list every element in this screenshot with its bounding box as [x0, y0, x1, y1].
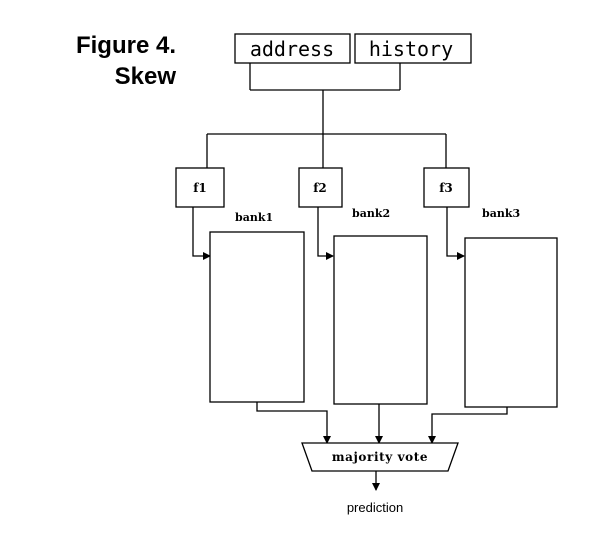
bank1-table	[209, 231, 305, 403]
hash-to-bank-arrows	[192, 207, 465, 260]
bank2-label: bank2	[352, 207, 390, 220]
figure-caption: Figure 4. Skew	[0, 30, 176, 92]
bank-to-vote-arrows	[256, 402, 508, 444]
history-box: history	[354, 33, 472, 64]
address-box: address	[234, 33, 351, 64]
address-label: address	[250, 37, 334, 61]
majority-vote-box: majority vote	[301, 442, 459, 472]
hash-f3-box: f3	[423, 167, 470, 208]
bank3-label: bank3	[482, 207, 520, 220]
figure-number: Figure 4.	[75, 32, 176, 59]
hash-f2-box: f2	[298, 167, 343, 208]
figure-title: Skew	[114, 63, 176, 90]
hash-f2-label: f2	[313, 181, 327, 195]
bank2-table	[333, 235, 428, 405]
input-merge-connector	[249, 63, 401, 134]
bank1-label: bank1	[235, 211, 273, 224]
hash-f1-label: f1	[193, 181, 207, 195]
fanout-connector	[206, 133, 447, 168]
hash-f1-box: f1	[175, 167, 225, 208]
majority-vote-label: majority vote	[332, 450, 428, 464]
history-label: history	[369, 37, 453, 61]
prediction-label: prediction	[347, 500, 403, 515]
bank3-table	[464, 237, 558, 408]
hash-f3-label: f3	[439, 181, 453, 195]
